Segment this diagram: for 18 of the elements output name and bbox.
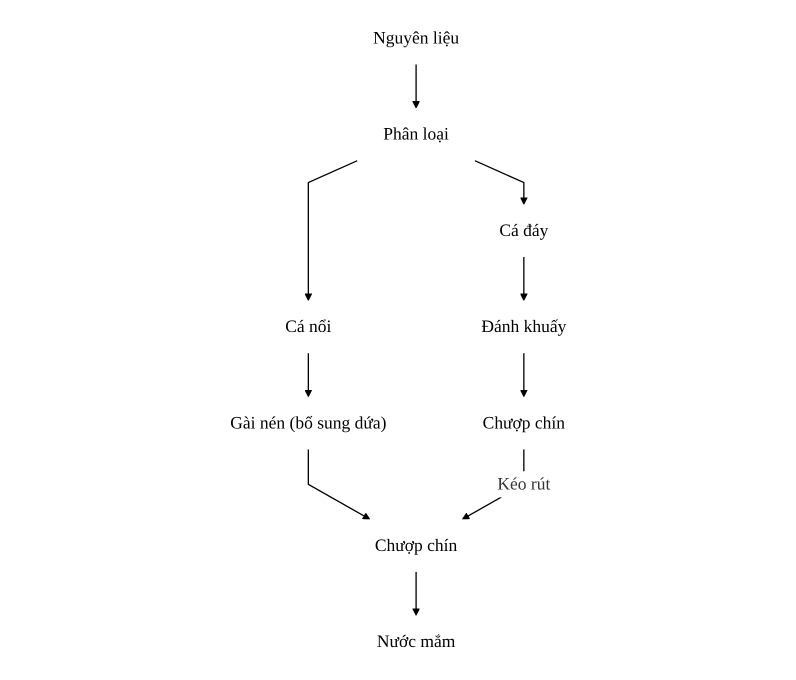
- arrow: [520, 353, 528, 398]
- edge-label: Kéo rút: [497, 474, 550, 494]
- node-text: Chượp chín: [482, 413, 565, 433]
- node-text: Nước mắm: [376, 632, 456, 652]
- node-text: Cá nổi: [284, 317, 332, 336]
- node-text: Gài nén (bổ sung dứa): [230, 413, 386, 433]
- arrow: [520, 256, 528, 301]
- node-text: Nguyên liệu: [372, 28, 459, 48]
- arrow: [304, 160, 358, 301]
- arrow: [304, 353, 312, 398]
- node-text: Đánh khuấy: [481, 317, 566, 336]
- node-text: Phân loại: [382, 124, 449, 144]
- arrow: [474, 160, 528, 205]
- node-text: Cá đáy: [499, 221, 548, 240]
- arrow: [307, 449, 370, 520]
- node-text: Chượp chín: [374, 536, 457, 556]
- arrow: [412, 572, 420, 616]
- arrow: [412, 64, 420, 109]
